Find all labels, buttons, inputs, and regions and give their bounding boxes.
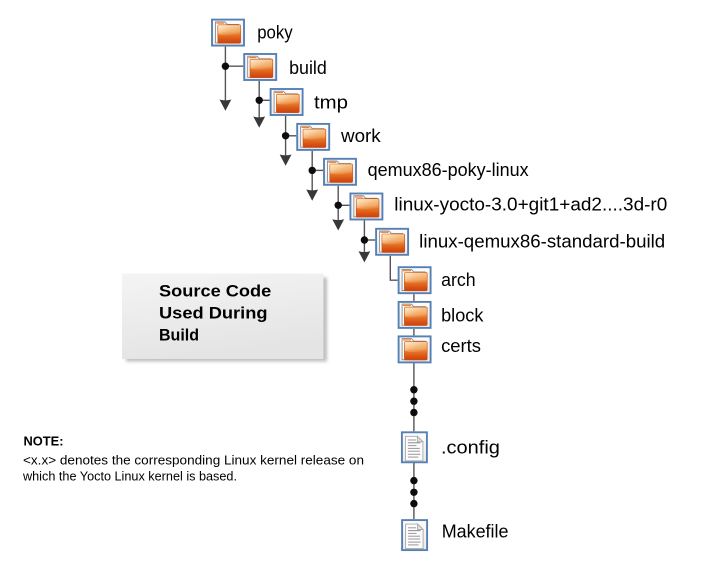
svg-text:block: block xyxy=(441,305,484,325)
svg-text:Makefile: Makefile xyxy=(442,522,509,542)
svg-text:arch: arch xyxy=(441,270,476,290)
svg-text:linux-qemux86-standard-build: linux-qemux86-standard-build xyxy=(419,232,665,252)
svg-text:certs: certs xyxy=(441,336,481,356)
svg-text:qemux86-poky-linux: qemux86-poky-linux xyxy=(368,160,529,180)
svg-text:linux-yocto-3.0+git1+ad2....3d: linux-yocto-3.0+git1+ad2....3d-r0 xyxy=(394,194,667,214)
svg-text:Source Code: Source Code xyxy=(159,282,271,301)
svg-text:Used During: Used During xyxy=(159,304,268,323)
svg-text:.config: .config xyxy=(441,438,500,458)
svg-text:which the Yocto Linux kernel i: which the Yocto Linux kernel is based. xyxy=(22,469,237,484)
svg-text:<x.x> denotes the correspondin: <x.x> denotes the corresponding Linux ke… xyxy=(23,452,364,467)
svg-text:tmp: tmp xyxy=(314,93,348,113)
svg-text:build: build xyxy=(289,58,327,78)
svg-text:work: work xyxy=(340,126,382,146)
svg-text:Build: Build xyxy=(159,326,199,345)
svg-text:NOTE:: NOTE: xyxy=(24,435,64,449)
svg-text:poky: poky xyxy=(257,23,293,43)
